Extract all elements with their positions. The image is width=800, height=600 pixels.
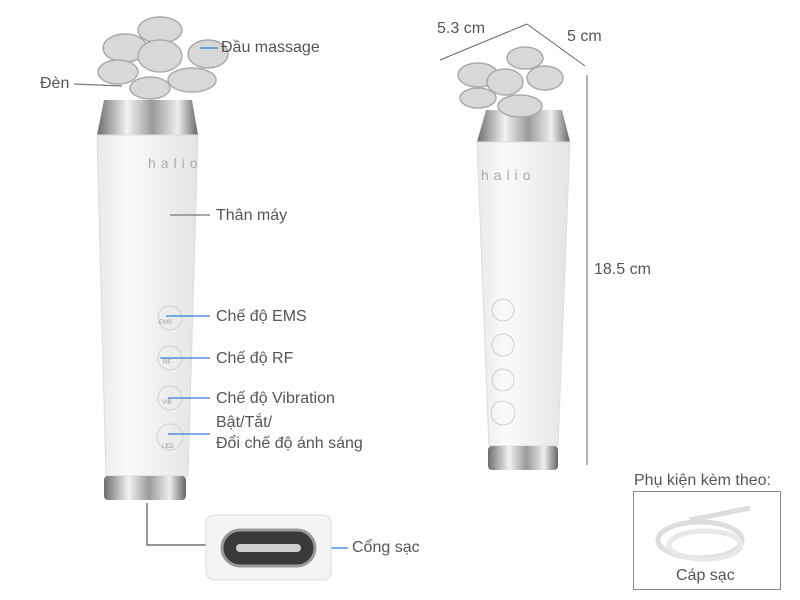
button-ems: EMS <box>159 320 173 326</box>
label-charge-port: Cổng sạc <box>352 539 420 556</box>
label-body: Thân máy <box>216 207 288 224</box>
label-power-2: Đổi chế độ ánh sáng <box>216 435 363 452</box>
device-front <box>96 16 229 500</box>
label-ems: Chế độ EMS <box>216 308 307 325</box>
label-massage-head: Đầu massage <box>221 39 320 56</box>
accessories-title: Phụ kiện kèm theo: <box>634 472 771 489</box>
dimension-height: 18.5 cm <box>594 261 651 278</box>
cable-image <box>655 505 751 562</box>
charge-port-image <box>205 514 332 581</box>
dimension-lines <box>439 23 588 465</box>
device-body <box>96 134 199 477</box>
accessories-box: Cáp sạc <box>633 491 781 590</box>
label-rf: Chế độ RF <box>216 350 294 367</box>
brand-logo-front: halio <box>148 155 203 171</box>
accessory-cable-label: Cáp sạc <box>676 567 735 584</box>
label-power-1: Bật/Tắt/ <box>216 414 273 431</box>
button-led: LED <box>162 444 174 450</box>
button-rf: RF <box>163 360 171 366</box>
dimension-depth: 5 cm <box>567 28 602 45</box>
dimension-width: 5.3 cm <box>437 20 486 37</box>
brand-logo-side: halio <box>481 167 536 183</box>
neck-chrome <box>97 100 198 135</box>
label-vibration: Chế độ Vibration <box>216 390 335 407</box>
device-side <box>457 46 571 470</box>
massage-head <box>97 16 229 100</box>
label-light: Đèn <box>40 75 70 92</box>
base-chrome <box>104 476 186 500</box>
button-vib: VIB <box>162 400 172 406</box>
